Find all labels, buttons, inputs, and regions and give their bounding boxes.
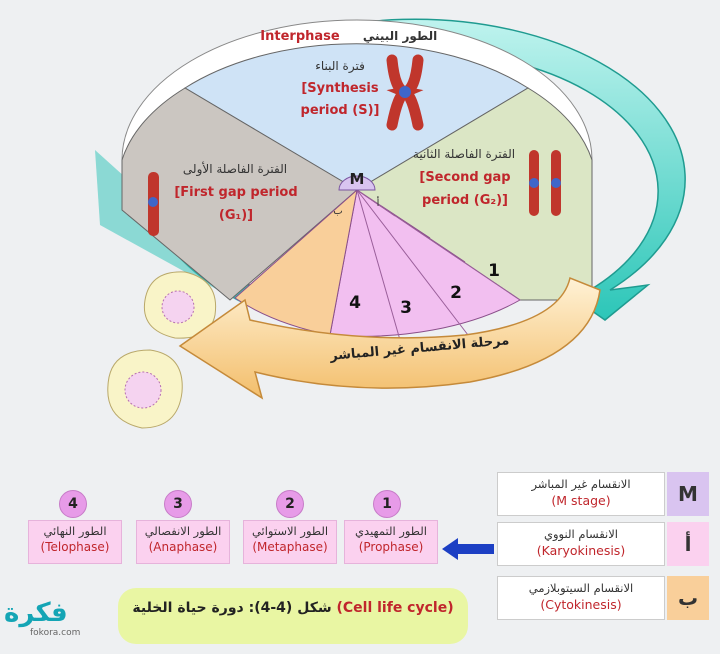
daughter-cell-bottom xyxy=(107,349,183,429)
phase-badge-2: 2 xyxy=(276,490,304,518)
legend-text: الانقسام السيتوبلازمي (Cytokinesis) xyxy=(497,576,665,620)
legend-text: الانقسام غير المباشر (M stage) xyxy=(497,472,665,516)
phase-ar: الطور الانفصالي xyxy=(144,524,222,538)
phase-box-metaphase: الطور الاستوائي (Metaphase) xyxy=(243,520,337,564)
legend-ar: الانقسام النووي xyxy=(544,527,618,541)
g2-en-2: period (G₂)] xyxy=(422,193,508,208)
phase-ar: الطور التمهيدي xyxy=(355,524,427,538)
m-label: M xyxy=(350,170,365,188)
g2-en-1: [Second gap xyxy=(419,170,510,185)
mitosis-arrow xyxy=(178,276,601,400)
watermark: فكرة fokora.com xyxy=(4,598,144,654)
legend-key: M xyxy=(667,472,709,516)
caption-en: (Cell life cycle) xyxy=(336,600,454,616)
legend-key: أ xyxy=(667,522,709,566)
m-sub-b: ب xyxy=(333,206,342,217)
legend-en: (M stage) xyxy=(551,493,611,508)
phase-box-anaphase: الطور الانفصالي (Anaphase) xyxy=(136,520,230,564)
g2-sector xyxy=(356,87,593,301)
watermark-url: fokora.com xyxy=(30,628,81,638)
legend-key: ب xyxy=(667,576,709,620)
legend-karyokinesis: الانقسام النووي (Karyokinesis) أ xyxy=(497,522,709,566)
phase-en: (Prophase) xyxy=(358,540,424,554)
legend-en: (Karyokinesis) xyxy=(536,543,626,558)
chromosome-g1 xyxy=(148,172,159,236)
interphase-label: Interphase xyxy=(260,29,340,44)
phase-en: (Anaphase) xyxy=(148,540,218,554)
cycle-disc xyxy=(121,19,593,341)
phase-ar: الطور الاستوائي xyxy=(251,524,329,538)
phase-num-2: 2 xyxy=(450,283,462,303)
g1-en-1: [First gap period xyxy=(174,185,297,200)
phase-en: (Telophase) xyxy=(40,540,110,554)
synthesis-en-1: [Synthesis xyxy=(301,81,379,96)
phase-badge-1: 1 xyxy=(373,490,401,518)
watermark-logo: فكرة xyxy=(4,598,68,628)
m-sub-a: أ xyxy=(377,196,380,209)
chromosome-g2 xyxy=(529,150,561,216)
g2-ar: الفترة الفاصلة الثانية xyxy=(413,147,515,162)
phase-badge-3: 3 xyxy=(164,490,192,518)
legend-cytokinesis: الانقسام السيتوبلازمي (Cytokinesis) ب xyxy=(497,576,709,620)
g1-sector xyxy=(121,87,358,301)
cell-cycle-diagram: Interphase الطور البيني فترة البناء [Syn… xyxy=(95,18,686,429)
phase-num-1: 1 xyxy=(488,261,500,281)
m-sector xyxy=(338,175,376,191)
legend-ar: الانقسام السيتوبلازمي xyxy=(528,581,634,595)
chromosome-s xyxy=(386,54,424,131)
phase-box-telophase: الطور النهائي (Telophase) xyxy=(28,520,122,564)
figure-caption: شكل (4-4): دورة حياة الخلية (Cell life c… xyxy=(118,588,468,644)
legend-m-stage: الانقسام غير المباشر (M stage) M xyxy=(497,472,709,516)
phase-badge-4: 4 xyxy=(59,490,87,518)
arrow-left-icon xyxy=(442,538,494,560)
caption-ar: شكل (4-4): دورة حياة الخلية xyxy=(132,600,332,616)
synthesis-en-2: period (S)] xyxy=(301,103,380,118)
legend-ar: الانقسام غير المباشر xyxy=(531,477,631,491)
phase-en: (Metaphase) xyxy=(252,540,328,554)
legend-en: (Cytokinesis) xyxy=(540,597,622,612)
synthesis-ar: فترة البناء xyxy=(315,59,365,74)
g1-ar: الفترة الفاصلة الأولى xyxy=(183,161,287,177)
g1-en-2: (G₁)] xyxy=(219,208,253,223)
phase-box-prophase: الطور التمهيدي (Prophase) xyxy=(344,520,438,564)
synthesis-sector xyxy=(184,43,529,191)
phase-ar: الطور النهائي xyxy=(43,524,107,538)
phase-num-3: 3 xyxy=(400,298,412,318)
phase-num-4: 4 xyxy=(349,293,361,313)
legend-text: الانقسام النووي (Karyokinesis) xyxy=(497,522,665,566)
daughter-cell-top xyxy=(143,271,217,339)
interphase-ar: الطور البيني xyxy=(363,29,437,44)
